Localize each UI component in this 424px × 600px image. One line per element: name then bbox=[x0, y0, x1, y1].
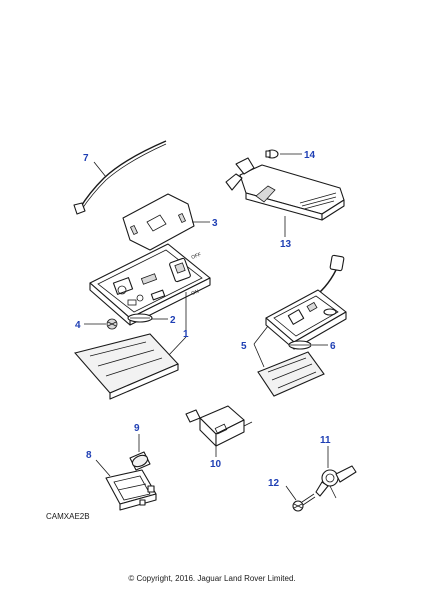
callout-7: 7 bbox=[83, 153, 89, 164]
copyright-notice: © Copyright, 2016. Jaguar Land Rover Lim… bbox=[128, 574, 296, 583]
part-10-module: 10 bbox=[185, 405, 253, 470]
callout-1: 1 bbox=[183, 329, 189, 340]
part-1-lens bbox=[73, 333, 179, 400]
part-5-rear-lamp: 5 bbox=[241, 254, 347, 397]
reference-code: CAMXAE2B bbox=[46, 512, 90, 521]
part-9-festoon-bulb: 9 bbox=[129, 423, 151, 471]
part-12-screw: 12 bbox=[268, 478, 316, 512]
part-7-wire-harness: 7 bbox=[73, 140, 167, 215]
switch-label-off: OFF bbox=[191, 252, 202, 261]
part-1-lamp-housing: OFF ON 1 bbox=[89, 243, 211, 357]
callout-2: 2 bbox=[170, 315, 176, 326]
callout-14: 14 bbox=[304, 150, 316, 161]
part-14-bulb: 14 bbox=[265, 149, 316, 161]
callout-3: 3 bbox=[212, 218, 218, 229]
part-8-lamp: 8 bbox=[86, 450, 157, 511]
part-11-bulb-holder: 11 bbox=[315, 435, 357, 499]
callout-6: 6 bbox=[330, 341, 336, 352]
callout-10: 10 bbox=[210, 459, 222, 470]
part-6-bulb: 6 bbox=[288, 340, 336, 352]
callout-8: 8 bbox=[86, 450, 92, 461]
switch-label-on: ON bbox=[191, 289, 200, 297]
part-4-screw: 4 bbox=[75, 318, 118, 331]
callout-13: 13 bbox=[280, 239, 292, 250]
callout-4: 4 bbox=[75, 320, 81, 331]
part-2-bulb: 2 bbox=[127, 313, 176, 326]
callout-9: 9 bbox=[134, 423, 140, 434]
part-13-reading-lamp: 13 bbox=[225, 157, 345, 250]
part-3-bracket: 3 bbox=[122, 193, 218, 251]
callout-5: 5 bbox=[241, 341, 247, 352]
callout-11: 11 bbox=[320, 435, 331, 446]
callout-12: 12 bbox=[268, 478, 280, 489]
